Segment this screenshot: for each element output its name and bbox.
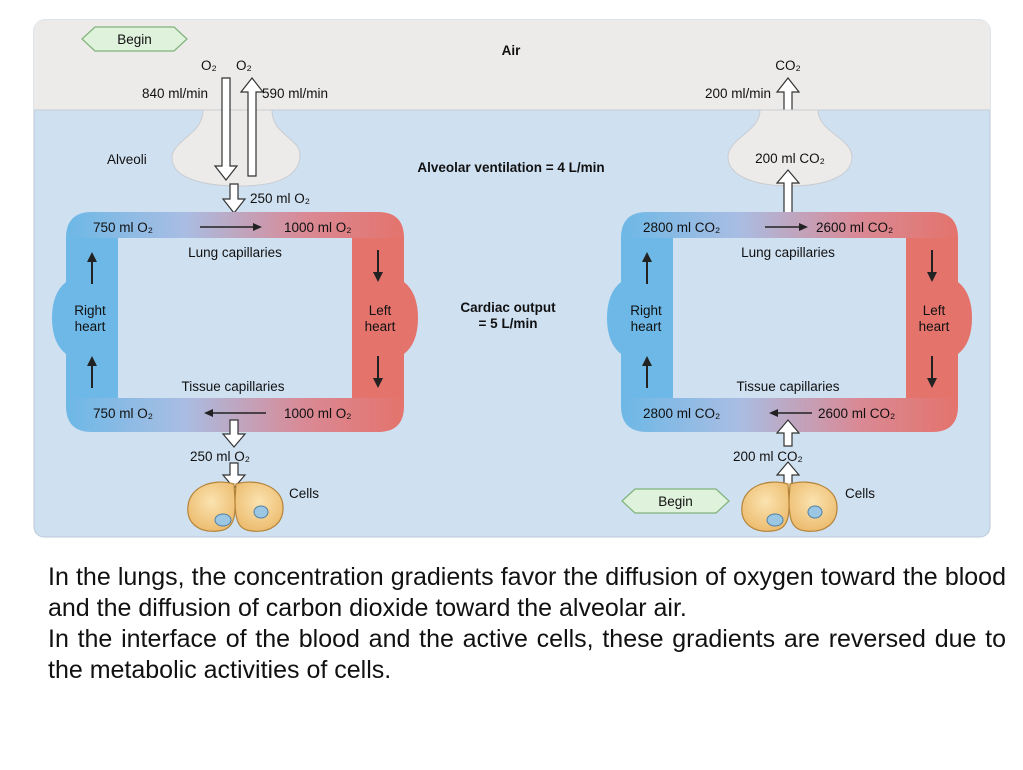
lung-flow-arrowhead-o2 (253, 223, 262, 231)
o2-to-cells-arrow-2 (221, 462, 247, 489)
alveolar-ventilation: Alveolar ventilation = 4 L/min (417, 160, 604, 175)
co2-from-cells-arrow-2 (775, 461, 801, 491)
tissue-arterial-co2: 2600 ml CO₂ (818, 406, 895, 421)
diffusion-to-blood-label: 250 ml O₂ (250, 191, 310, 206)
cells-co2 (741, 481, 838, 532)
right-heart-label-co2: Right (630, 303, 662, 318)
cardiac-output-line1: Cardiac output (460, 300, 556, 315)
air-label: Air (502, 43, 522, 58)
right-heart-label2-o2: heart (75, 319, 106, 334)
right-heart-vessel-o2 (52, 238, 124, 398)
tissue-venous-o2: 750 ml O₂ (93, 406, 153, 421)
bottom-vessel-o2 (66, 392, 404, 432)
tissue-flow-arrowhead-o2 (204, 409, 213, 417)
left-heart-vessel-o2 (346, 238, 418, 398)
begin-tag-co2 (621, 488, 730, 514)
begin-label-co2: Begin (658, 494, 693, 509)
lung-capillaries-label-co2: Lung capillaries (741, 245, 835, 260)
arterial-down-arrows-co2 (927, 250, 937, 388)
tissue-venous-co2: 2800 ml CO₂ (643, 406, 720, 421)
inner-tissue-space-o2 (118, 242, 352, 392)
left-heart-label-o2: Left (369, 303, 392, 318)
cells-o2 (187, 481, 284, 532)
caption: In the lungs, the concentration gradient… (48, 562, 1006, 686)
left-heart-vessel-co2 (900, 238, 972, 398)
lung-arterial-co2: 2600 ml CO₂ (816, 220, 893, 235)
right-heart-vessel-co2 (607, 238, 679, 398)
o2-diffusion-to-cells-arrow (221, 419, 247, 448)
left-heart-label2-o2: heart (365, 319, 396, 334)
bottom-vessel-co2 (621, 392, 958, 432)
lung-venous-co2: 2800 ml CO₂ (643, 220, 720, 235)
co2-from-cells-arrow (775, 419, 801, 447)
left-heart-label-co2: Left (923, 303, 946, 318)
cells-label-co2: Cells (845, 486, 875, 501)
o2-in-label: O₂ (201, 58, 217, 73)
lung-arterial-o2: 1000 ml O₂ (284, 220, 352, 235)
tissue-capillaries-label-co2: Tissue capillaries (736, 379, 839, 394)
right-heart-label2-co2: heart (631, 319, 662, 334)
lung-capillaries-label-o2: Lung capillaries (188, 245, 282, 260)
venous-up-arrows-co2 (642, 252, 652, 388)
co2-diffusion-to-alveoli-arrow (775, 169, 801, 214)
o2-expired-arrow (239, 77, 265, 177)
begin-label: Begin (117, 32, 152, 47)
inspired-rate: 840 ml/min (142, 86, 208, 101)
o2-inspired-arrow (213, 77, 239, 181)
venous-up-arrows-o2 (87, 252, 97, 388)
tissue-capillaries-label-o2: Tissue capillaries (181, 379, 284, 394)
lung-venous-o2: 750 ml O₂ (93, 220, 153, 235)
alveolus-o2 (171, 109, 301, 187)
tissue-arterial-o2: 1000 ml O₂ (284, 406, 352, 421)
diffusion-to-cells-label: 250 ml O₂ (190, 449, 250, 464)
caption-paragraph-1: In the lungs, the concentration gradient… (48, 563, 1006, 622)
inner-tissue-space-co2 (673, 242, 906, 392)
tissue-flow-arrowhead-co2 (769, 409, 778, 417)
alveoli-co2-label: 200 ml CO₂ (755, 151, 825, 166)
lung-flow-arrowhead-co2 (799, 223, 808, 231)
cells-label-o2: Cells (289, 486, 319, 501)
from-cells-label: 200 ml CO₂ (733, 449, 803, 464)
alveoli-label: Alveoli (107, 152, 147, 167)
right-heart-label-o2: Right (74, 303, 106, 318)
o2-out-label: O₂ (236, 58, 252, 73)
o2-diffusion-to-blood-arrow (221, 183, 247, 214)
left-heart-label2-co2: heart (919, 319, 950, 334)
expired-rate: 590 ml/min (262, 86, 328, 101)
begin-tag (81, 26, 188, 52)
air-region (34, 20, 990, 110)
co2-expired-rate: 200 ml/min (705, 86, 771, 101)
caption-paragraph-2: In the interface of the blood and the ac… (48, 625, 1006, 684)
gas-exchange-diagram: Begin Alveoli O₂ O₂ 840 ml/min 590 ml/mi… (33, 19, 991, 538)
arterial-down-arrows-o2 (373, 250, 383, 388)
co2-label: CO₂ (775, 58, 801, 73)
cardiac-output-line2: = 5 L/min (479, 316, 538, 331)
